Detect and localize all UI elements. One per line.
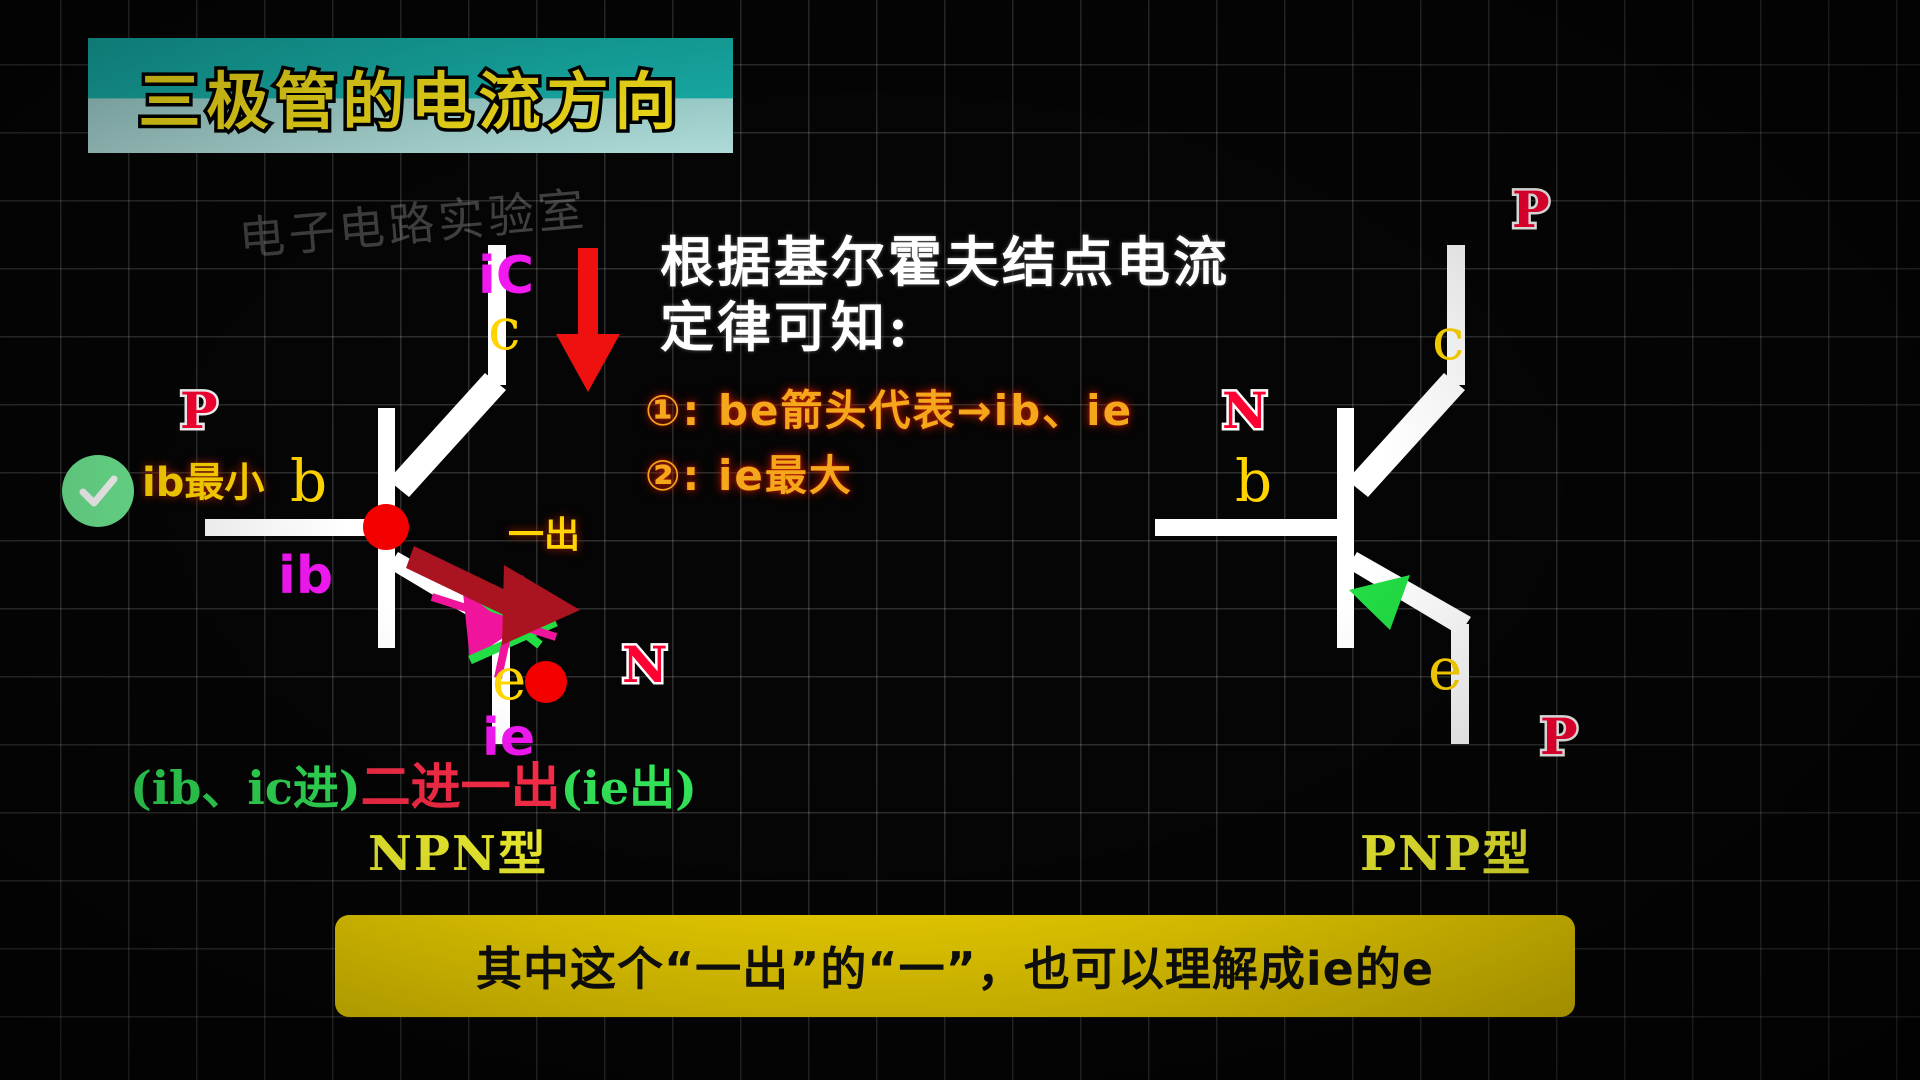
npn-region-top-p: P [178, 381, 221, 440]
npn-summary-mid: 二进一出 [360, 757, 561, 816]
npn-ib-current: ib [278, 546, 334, 606]
caption-text: 其中这个“一出”的“一”，也可以理解成ie的e [475, 942, 1435, 996]
pnp-emitter-label: e [1428, 635, 1463, 703]
pnp-collector-label: c [1432, 305, 1465, 373]
npn-collector-label: c [488, 295, 521, 363]
caption-bar: 其中这个“一出”的“一”，也可以理解成ie的e [335, 915, 1575, 1017]
law-note-line1: 根据基尔霍夫结点电流 [660, 230, 1230, 294]
npn-type-label: NPN型 [368, 826, 548, 882]
pnp-base-label: b [1235, 447, 1273, 515]
pnp-type-label: PNP型 [1360, 826, 1533, 882]
law-note-line2: 定律可知: [660, 295, 911, 359]
pnp-region-top-p: P [1510, 180, 1553, 239]
pnp-region-bottom-p: P [1538, 707, 1581, 766]
page-title: 三极管的电流方向 [135, 61, 683, 141]
pnp-region-mid-n: N [1220, 381, 1271, 440]
law-note-item1: ①: be箭头代表→ib、ie [645, 386, 1134, 435]
title-banner: 三极管的电流方向 [88, 38, 733, 153]
npn-ib-note: ib最小 [142, 460, 265, 506]
npn-out-note: 一出 [508, 515, 581, 556]
law-note-item2: ②: ie最大 [645, 451, 853, 500]
npn-base-label: b [290, 447, 328, 515]
npn-emitter-label: e [492, 645, 527, 713]
check-icon [62, 455, 134, 527]
npn-summary: (ib、ic进)二进一出(ie出) [130, 762, 697, 812]
npn-summary-out: (ie出) [560, 761, 697, 815]
npn-summary-in: (ib、ic进) [130, 761, 361, 815]
npn-region-bottom-n: N [620, 635, 671, 694]
